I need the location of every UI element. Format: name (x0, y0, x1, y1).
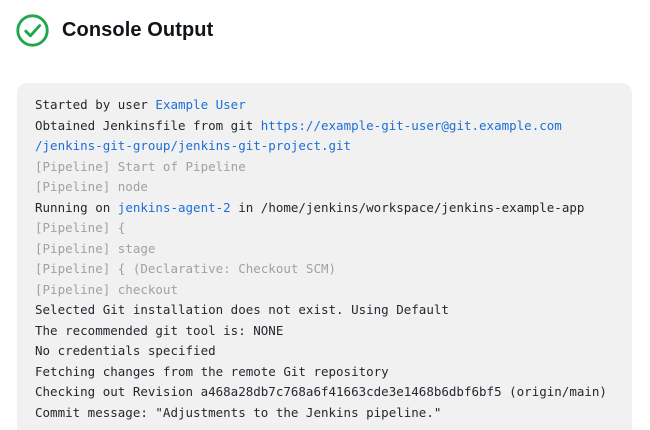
console-text: The recommended git tool is: NONE (35, 322, 284, 338)
console-line: [Pipeline] checkout (35, 280, 614, 301)
console-line: [Pipeline] { (35, 218, 614, 239)
console-line: [Pipeline] stage (35, 239, 614, 260)
console-text: [Pipeline] { (Declarative: Checkout SCM) (35, 261, 337, 276)
console-text: [Pipeline] checkout (35, 281, 178, 297)
console-text: Commit message: "Adjustments to the Jenk… (35, 404, 442, 420)
console-text: No credentials specified (35, 343, 216, 358)
page-header: Console Output (15, 13, 213, 48)
console-link[interactable]: jenkins-agent-2 (117, 199, 231, 215)
console-link[interactable]: https://example-git-user@git.example.com (260, 117, 562, 133)
console-text: Obtained Jenkinsfile from git (35, 117, 261, 133)
console-line: Selected Git installation does not exist… (35, 300, 614, 321)
console-text: in /home/jenkins/workspace/jenkins-examp… (230, 199, 585, 215)
console-line: /jenkins-git-group/jenkins-git-project.g… (35, 136, 614, 157)
console-line: [Pipeline] { (Declarative: Checkout SCM) (35, 259, 614, 280)
console-link[interactable]: Example User (155, 97, 246, 112)
console-line: No credentials specified (35, 341, 614, 362)
console-line: Commit message: "Adjustments to the Jenk… (35, 403, 614, 424)
page-title: Console Output (62, 19, 214, 41)
console-text: Running on (35, 199, 118, 215)
console-text: Checking out Revision a468a28db7c768a6f4… (35, 384, 607, 399)
console-line: Running on jenkins-agent-2 in /home/jenk… (35, 198, 614, 219)
success-check-icon (16, 14, 49, 47)
console-line: Obtained Jenkinsfile from git https://ex… (35, 116, 614, 137)
console-line: Fetching changes from the remote Git rep… (35, 362, 614, 383)
console-text: [Pipeline] node (35, 179, 148, 194)
console-text: [Pipeline] { (35, 220, 126, 235)
console-line: [Pipeline] Start of Pipeline (35, 157, 614, 178)
console-line: [Pipeline] node (35, 177, 614, 198)
console-text: Fetching changes from the remote Git rep… (35, 363, 389, 379)
console-link[interactable]: /jenkins-git-group/jenkins-git-project.g… (35, 138, 352, 153)
console-text: Selected Git installation does not exist… (35, 302, 449, 317)
console-line: Checking out Revision a468a28db7c768a6f4… (35, 382, 614, 403)
console-text: [Pipeline] stage (35, 240, 156, 256)
console-line: The recommended git tool is: NONE (35, 321, 614, 342)
console-text: [Pipeline] Start of Pipeline (35, 158, 246, 174)
console-text: Started by user (35, 97, 156, 112)
console-line: Started by user Example User (35, 95, 614, 116)
